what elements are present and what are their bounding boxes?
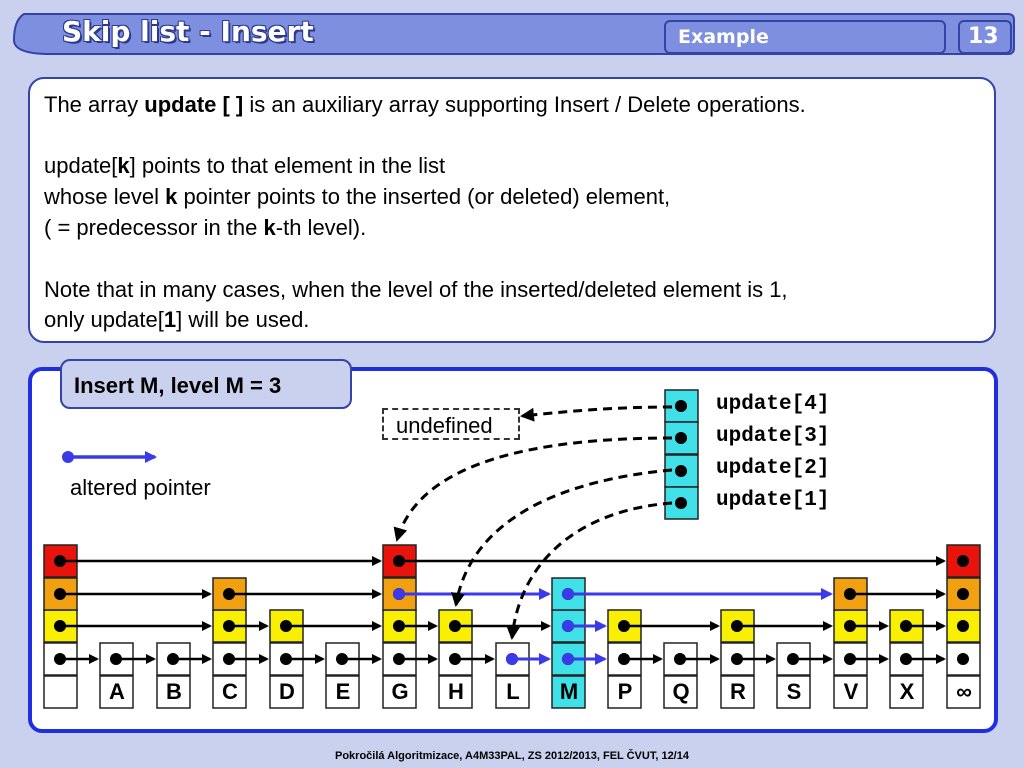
page-title: Skip list - Insert [62,15,314,48]
intro-line-5: Note that in many cases, when the level … [44,277,788,302]
update-2-pointer [451,468,673,607]
key-label-X: X [899,679,915,704]
pointer-level-1-from-9-dot [562,653,574,665]
update-label-3: update[3] [716,425,830,448]
intro-line-2: update[k] points to that element in the … [44,153,446,178]
node-11-key-box [663,675,698,709]
pointer-level-3-from-6-dot [393,588,405,600]
key-label-C: C [222,679,238,704]
pointer-level-3-from-9-dot [562,588,574,600]
node-10-key-box [607,675,642,709]
intro-line-4: ( = predecessor in the k-th level). [44,215,367,240]
node-0-key-box [43,675,78,709]
node-4-key-box [269,675,304,709]
pointer-level-2-from-9-dot [562,620,574,632]
update-cell-2-dot [675,465,687,477]
update-1-pointer [506,501,673,640]
footer: Pokročilá Algoritmizace, A4M33PAL, ZS 20… [335,750,689,762]
update-3-pointer [393,436,673,542]
key-label-D: D [279,679,295,704]
update-label-4: update[4] [716,393,830,416]
key-label-A: A [109,679,125,704]
undefined-label: undefined [396,413,493,438]
node-2-key-box [156,675,191,709]
key-label-L: L [506,679,520,704]
page-number-box [958,20,1012,54]
node-16-level-4-dot [957,555,969,567]
key-label-R: R [730,679,746,704]
example-tab [664,20,946,54]
key-label-M: M [559,679,579,704]
key-label-Q: Q [672,679,690,704]
key-label-∞: ∞ [956,679,972,704]
node-16-level-3-dot [957,588,969,600]
update-4-pointer [520,405,673,422]
node-12-key-box [720,675,755,709]
node-15-key-box [889,675,924,709]
insert-title: Insert M, level M = 3 [74,373,282,398]
node-16-key-box [946,675,981,709]
key-label-B: B [166,679,182,704]
node-13-key-box [776,675,811,709]
intro-line-6: only update[1] will be used. [44,307,310,332]
update-cell-1-dot [675,497,687,509]
node-16-level-2-dot [957,620,969,632]
intro-text-box [28,77,996,343]
update-label-1: update[1] [716,489,830,512]
undefined-box [382,408,520,440]
key-label-H: H [448,679,464,704]
update-cell-4-dot [675,400,687,412]
intro-line-1: The array update [ ] is an auxiliary arr… [44,92,806,117]
key-label-S: S [786,679,802,704]
intro-line-3: whose level k pointer points to the inse… [44,184,671,209]
key-label-P: P [617,679,633,704]
node-1-key-box [99,675,134,709]
example-label: Example [678,26,769,48]
node-16-level-1-dot [957,653,969,665]
node-7-key-box [438,675,473,709]
update-label-2: update[2] [716,457,830,480]
page-number: 13 [968,24,999,49]
node-5-key-box [325,675,360,709]
key-label-G: G [391,679,409,704]
key-label-E: E [335,679,351,704]
key-label-V: V [843,679,859,704]
node-14-key-box [833,675,868,709]
pointer-level-1-from-8-dot [506,653,518,665]
node-8-key-box [495,675,530,709]
legend-label: altered pointer [70,475,211,500]
node-6-key-box [382,675,417,709]
legend-altered-pointer-dot [62,451,74,463]
node-9-key-box [551,675,586,709]
node-3-key-box [212,675,247,709]
update-cell-3-dot [675,432,687,444]
insert-title-box [60,359,352,409]
